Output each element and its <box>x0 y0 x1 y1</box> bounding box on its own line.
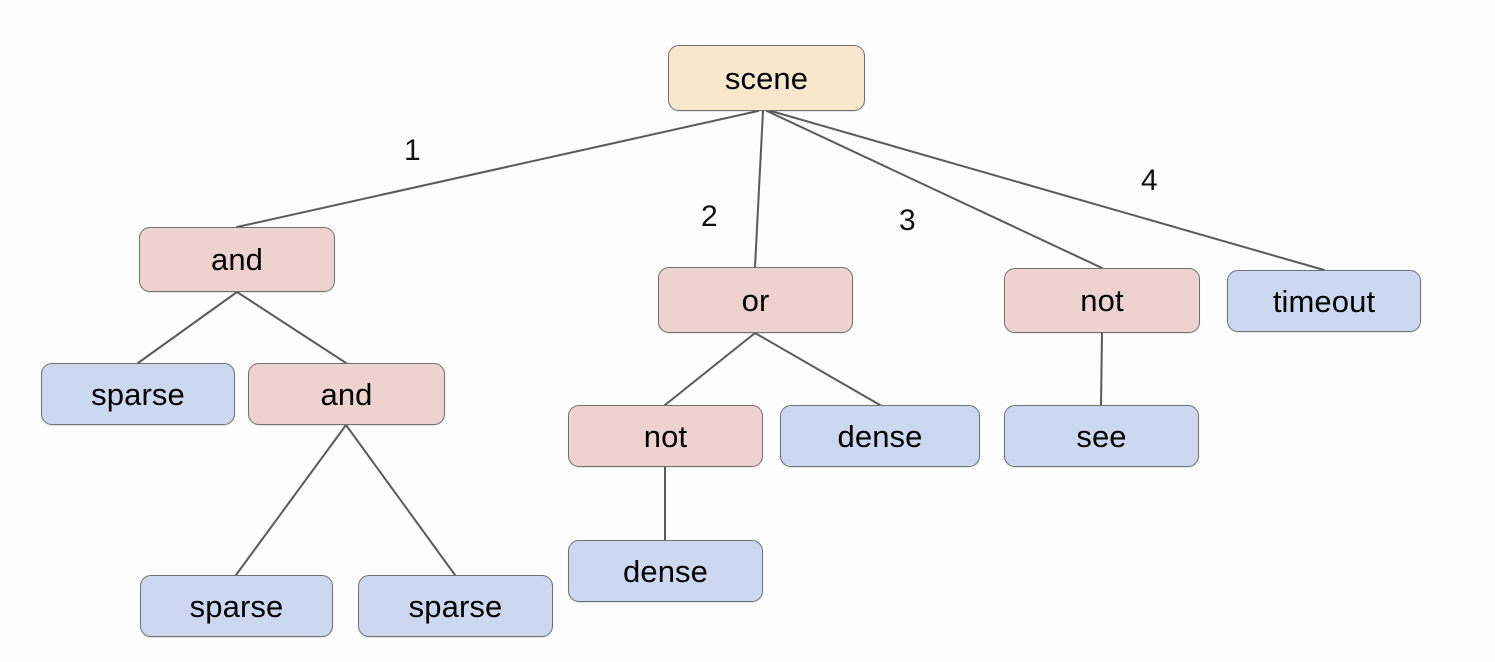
tree-node-label: sparse <box>189 588 284 624</box>
tree-edge <box>766 110 1103 269</box>
tree-node-label: see <box>1076 418 1127 454</box>
tree-node-label: sparse <box>408 588 503 624</box>
tree-edge <box>137 291 238 364</box>
tree-node-label: dense <box>623 553 708 589</box>
tree-node-or1[interactable]: or <box>658 267 853 333</box>
tree-node-label: scene <box>724 60 809 96</box>
tree-edge <box>770 110 1325 271</box>
tree-node-not1[interactable]: not <box>1004 268 1200 333</box>
tree-node-sparse3[interactable]: sparse <box>358 575 553 637</box>
tree-node-and2[interactable]: and <box>248 363 445 425</box>
tree-node-and1[interactable]: and <box>139 227 335 292</box>
tree-edge <box>754 110 764 268</box>
tree-edge <box>236 291 347 364</box>
tree-node-dense1[interactable]: dense <box>780 405 980 467</box>
tree-node-scene[interactable]: scene <box>668 45 865 111</box>
tree-node-timeout1[interactable]: timeout <box>1227 270 1421 332</box>
tree-node-sparse2[interactable]: sparse <box>140 575 333 637</box>
edge-label: 1 <box>404 134 421 167</box>
edge-label: 4 <box>1141 164 1158 197</box>
tree-node-label: sparse <box>91 376 185 412</box>
tree-edge <box>1100 332 1103 406</box>
tree-node-label: and <box>210 242 264 277</box>
tree-node-label: and <box>320 376 373 412</box>
tree-node-label: not <box>1080 283 1124 318</box>
tree-node-dense2[interactable]: dense <box>568 540 763 602</box>
tree-node-sparse1[interactable]: sparse <box>41 363 235 425</box>
tree-node-see1[interactable]: see <box>1004 405 1199 467</box>
tree-edge <box>345 424 456 576</box>
edge-label: 2 <box>701 200 718 233</box>
tree-node-not2[interactable]: not <box>568 405 763 467</box>
tree-node-label: not <box>643 418 688 454</box>
tree-edge <box>754 332 881 406</box>
tree-edge <box>664 332 756 406</box>
edge-label: 3 <box>899 204 916 237</box>
tree-edge <box>235 424 347 576</box>
tree-node-label: timeout <box>1272 283 1376 319</box>
tree-edge <box>236 110 759 228</box>
tree-node-label: or <box>741 282 770 318</box>
tree-node-label: dense <box>837 418 923 454</box>
